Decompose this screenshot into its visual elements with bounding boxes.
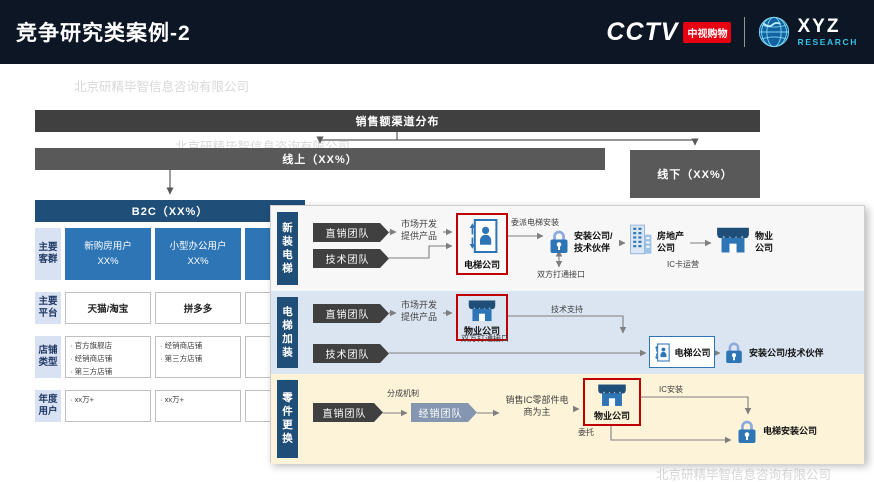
dealer-team-arrow: 经销团队 (411, 403, 477, 422)
xyz-wordmark-group: XYZ RESEARCH (797, 15, 858, 47)
store-icon (593, 383, 631, 409)
assign-install-note: 委派电梯安装 (511, 218, 559, 227)
table-cell: xx万+ (155, 390, 241, 422)
cell-line: 小型办公用户 (169, 240, 227, 252)
page-title: 竞争研究类案例-2 (16, 22, 191, 45)
entity-label-installer: 安装公司/技术伙伴 (749, 348, 824, 358)
cctv-wordmark: CCTV (606, 17, 679, 46)
entity-label-installer: 安装公司/技术伙伴 (574, 231, 613, 254)
section-label-new-elevator: 新装电梯 (277, 212, 298, 285)
elevator-icon (653, 342, 670, 363)
xyz-research-label: RESEARCH (797, 36, 858, 47)
tech-team-arrow: 技术团队 (313, 249, 389, 268)
direct-sales-team-arrow: 直销团队 (313, 304, 389, 323)
node-online: 线上（XX%） (35, 148, 605, 170)
ic-install-note: IC安装 (659, 385, 683, 394)
table-cell: 官方旗舰店 经销商店铺 第三方店铺 (65, 336, 151, 378)
elevator-icon (466, 218, 498, 254)
bullet-item: 官方旗舰店 (70, 340, 113, 353)
elevator-company-box: 电梯公司 (649, 336, 715, 368)
row-label: 店铺类型 (35, 336, 61, 378)
elevator-company-highlight-box: 电梯公司 (456, 213, 508, 275)
interface-note: 双方打通接口 (537, 270, 585, 279)
ic-card-operation-note: IC卡运营 (667, 260, 699, 269)
table-cell: xx万+ (65, 390, 151, 422)
globe-icon (758, 16, 790, 48)
entity-label-elevator-installer: 电梯安装公司 (763, 426, 818, 436)
entity-label-elevator-company: 电梯公司 (463, 260, 500, 270)
entity-label-property: 物业公司 (463, 326, 500, 336)
row-label: 主要平台 (35, 292, 61, 324)
cctv-logo: CCTV 中视购物 (606, 17, 732, 47)
row-label: 年度用户 (35, 390, 61, 422)
table-cell: 经销商店铺 第三方店铺 (155, 336, 241, 378)
section-label-parts-replacement: 零件更换 (277, 380, 298, 458)
node-offline: 线下（XX%） (630, 150, 760, 198)
store-icon (714, 226, 752, 256)
panel-connectors (383, 228, 752, 444)
table-row-store-types: 店铺类型 官方旗舰店 经销商店铺 第三方店铺 经销商店铺 第三方店铺 (35, 336, 331, 378)
node-b2c: B2C（XX%） (35, 200, 305, 222)
lock-icon (547, 228, 571, 255)
header-bar: 竞争研究类案例-2 CCTV 中视购物 XYZ RESEARCH (0, 0, 874, 64)
property-company-highlight-box: 物业公司 (583, 378, 641, 426)
property-company-highlight-box: 物业公司 (456, 294, 508, 341)
interface-note: 双方打通接口 (461, 334, 509, 343)
store-icon (465, 299, 499, 324)
cctv-badge: 中视购物 (683, 21, 732, 43)
tech-team-arrow: 技术团队 (313, 344, 389, 363)
building-icon (628, 222, 654, 256)
row-label: 主要客群 (35, 228, 61, 280)
xyz-wordmark: XYZ (797, 15, 841, 37)
entity-label-property: 物业公司 (593, 411, 630, 421)
logo-divider (744, 17, 746, 47)
table-cell: 新购房用户 XX% (65, 228, 151, 280)
market-dev-note: 市场开发提供产品 (400, 219, 437, 242)
cell-line: XX% (187, 256, 209, 267)
direct-sales-team-arrow: 直销团队 (313, 223, 389, 242)
bullet-item: xx万+ (160, 394, 184, 407)
market-dev-note: 市场开发提供产品 (400, 300, 437, 323)
watermark: 北京研精毕智信息咨询有限公司 (656, 468, 832, 482)
bullet-item: 第三方店铺 (160, 353, 203, 366)
profit-share-note: 分成机制 (387, 389, 419, 398)
direct-sales-team-arrow: 直销团队 (313, 403, 383, 422)
cell-line: XX% (97, 256, 119, 267)
entity-label-realestate: 房地产公司 (657, 231, 685, 254)
channel-detail-panel: 新装电梯 电梯加装 零件更换 直销团队 技术团队 市场开发提供产品 电梯公司 委… (270, 205, 865, 464)
section-label-elevator-retrofit: 电梯加装 (277, 297, 298, 368)
table-cell: 小型办公用户 XX% (155, 228, 241, 280)
table-cell: 天猫/淘宝 (65, 292, 151, 324)
entrust-note: 委托 (578, 428, 594, 437)
bullet-item: 经销商店铺 (70, 353, 113, 366)
bullet-item: 第三方店铺 (70, 366, 113, 379)
logo-group: CCTV 中视购物 XYZ RESEARCH (606, 16, 858, 48)
lock-icon (723, 340, 745, 365)
bullet-item: xx万+ (70, 394, 94, 407)
watermark: 北京研精毕智信息咨询有限公司 (74, 80, 250, 94)
entity-label-property: 物业公司 (755, 231, 774, 254)
table-cell: 拼多多 (155, 292, 241, 324)
lock-icon (735, 418, 759, 445)
cell-line: 新购房用户 (84, 240, 132, 252)
xyz-logo: XYZ RESEARCH (758, 16, 858, 48)
bullet-item: 经销商店铺 (160, 340, 203, 353)
node-sales-channel-distribution: 销售额渠道分布 (35, 110, 760, 132)
entity-label-elevator-company: 电梯公司 (674, 347, 711, 358)
ic-parts-sales-note: 销售IC零部件电商为主 (505, 395, 569, 418)
tech-support-note: 技术支持 (551, 305, 583, 314)
